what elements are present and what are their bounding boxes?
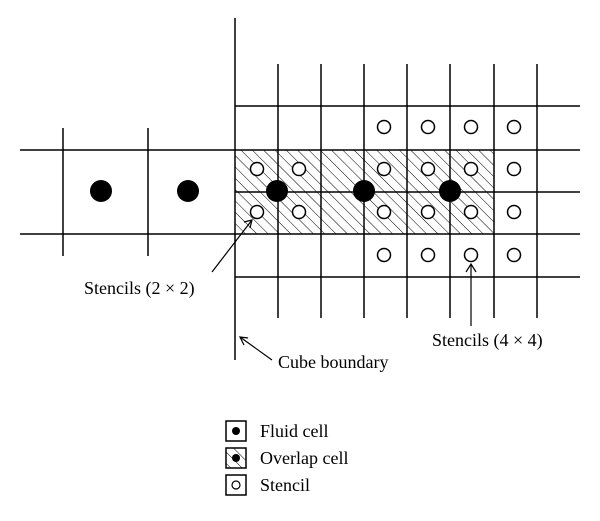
stencil-circle: [376, 247, 392, 263]
stencil-circle: [376, 204, 392, 220]
stencil-circle: [506, 161, 522, 177]
legend-fluid-label: Fluid cell: [260, 421, 329, 441]
stencil-circle: [420, 119, 436, 135]
overlap-cell-dot: [266, 180, 288, 202]
fluid-cell-dot: [90, 180, 112, 202]
annotation-arrows: [211, 219, 477, 361]
stencil-circle: [376, 119, 392, 135]
stencil-circle: [463, 161, 479, 177]
stencil-circle: [420, 161, 436, 177]
stencil-circle: [506, 247, 522, 263]
legend-stencil-label: Stencil: [260, 475, 310, 495]
legend-fluid-icon: [232, 427, 240, 435]
cube-boundary-arrowhead: [238, 336, 249, 346]
stencil-circle: [463, 204, 479, 220]
stencil-circle: [291, 204, 307, 220]
stencil-circle: [463, 119, 479, 135]
fluid-cell-dot: [177, 180, 199, 202]
legend-overlap-label: Overlap cell: [260, 448, 348, 468]
stencils-2x2-label: Stencils (2 × 2): [84, 278, 195, 299]
stencils-2x2-arrow: [211, 219, 253, 273]
overlap-cell-dot: [353, 180, 375, 202]
overlap-cell-dot: [439, 180, 461, 202]
stencil-circle: [249, 161, 265, 177]
stencil-circle: [506, 204, 522, 220]
stencil-circle: [506, 119, 522, 135]
stencils-2x2-arrowhead: [243, 219, 253, 229]
stencil-circle: [249, 204, 265, 220]
legend-stencil-icon: [231, 480, 241, 490]
legend: Fluid cell Overlap cell Stencil: [225, 420, 348, 496]
stencil-circle: [291, 161, 307, 177]
fluid-cells: [90, 180, 461, 202]
stencil-circle: [420, 247, 436, 263]
stencil-circle: [463, 247, 479, 263]
stencils-4x4-label: Stencils (4 × 4): [432, 330, 543, 351]
cube-boundary-label: Cube boundary: [278, 352, 388, 372]
stencil-circle: [376, 161, 392, 177]
stencils-4x4-arrowhead: [465, 262, 477, 273]
stencil-circle: [420, 204, 436, 220]
stencils: [249, 119, 522, 263]
cube-boundary-arrow: [239, 336, 273, 361]
left-grid: [20, 128, 235, 256]
legend-overlap-icon: [232, 454, 240, 462]
